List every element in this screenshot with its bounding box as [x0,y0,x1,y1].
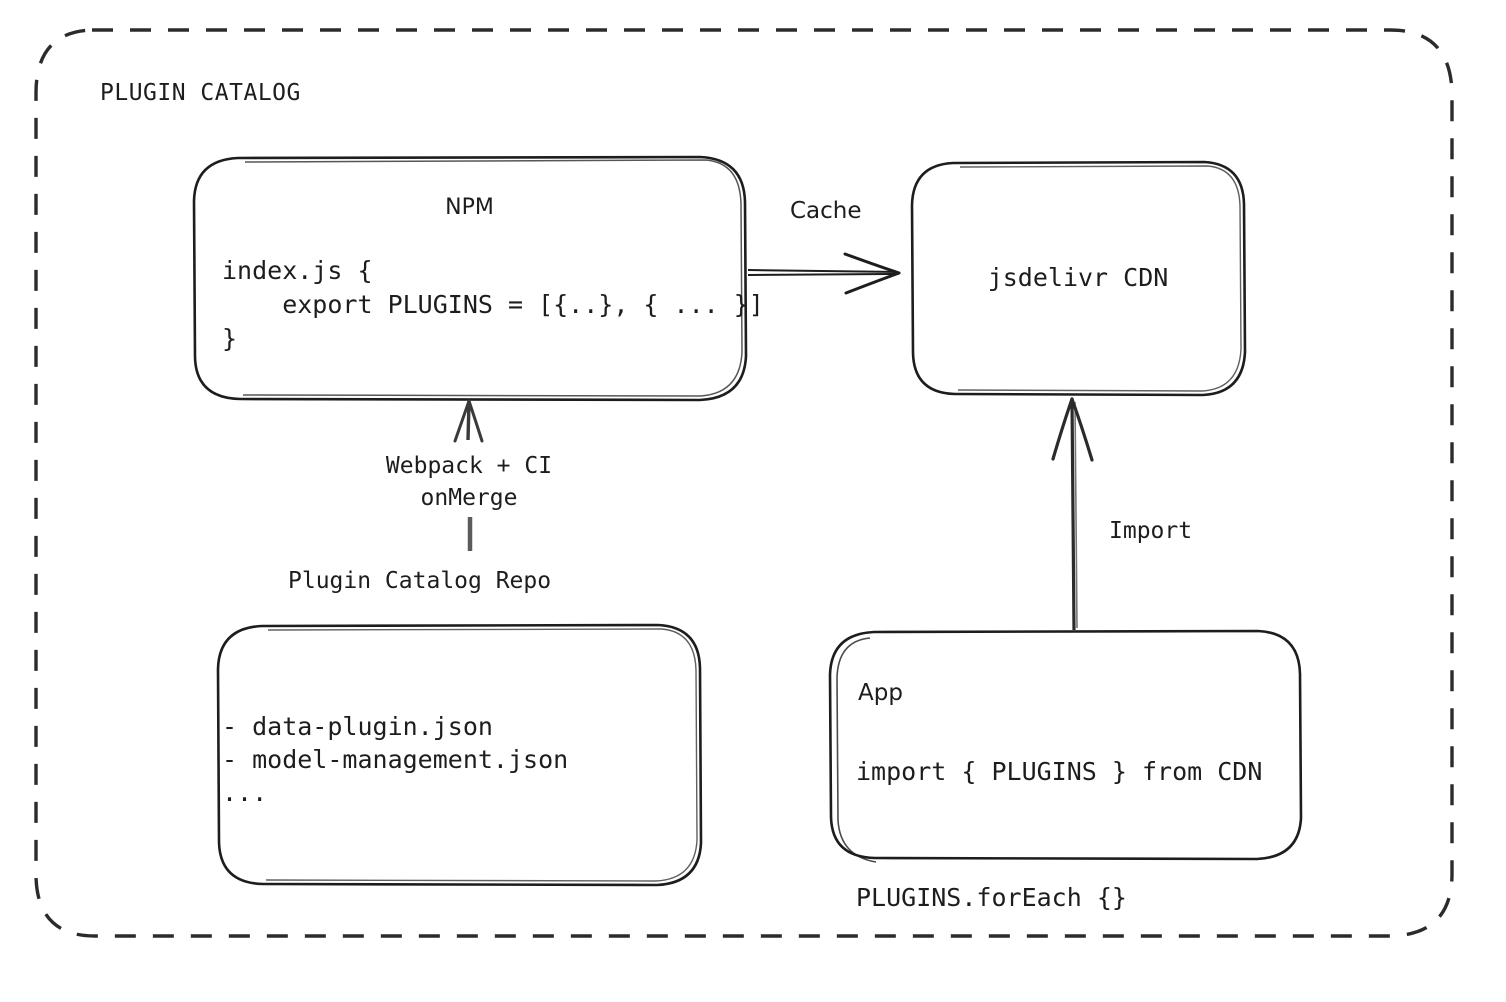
edge-cache-label: Cache [790,198,862,224]
node-app-title: App [858,680,903,706]
node-npm-title: NPM [445,195,494,220]
node-repo-file-list: - data-plugin.json - model-management.js… [222,712,569,807]
node-npm-code: index.js { export PLUGINS = [{..}, { ...… [222,256,764,353]
edge-cache-arrow [747,252,901,295]
node-cdn-title: jsdelivr CDN [987,263,1169,292]
edge-import-label: Import [1109,518,1193,544]
node-repo-label: Plugin Catalog Repo [288,568,552,594]
group-title: PLUGIN CATALOG [100,80,301,106]
node-app-code: import { PLUGINS } from CDN PLUGINS.forE… [856,757,1263,912]
edge-build-label: Webpack + CI onMerge [385,453,553,511]
edge-import-arrow [1051,397,1094,631]
